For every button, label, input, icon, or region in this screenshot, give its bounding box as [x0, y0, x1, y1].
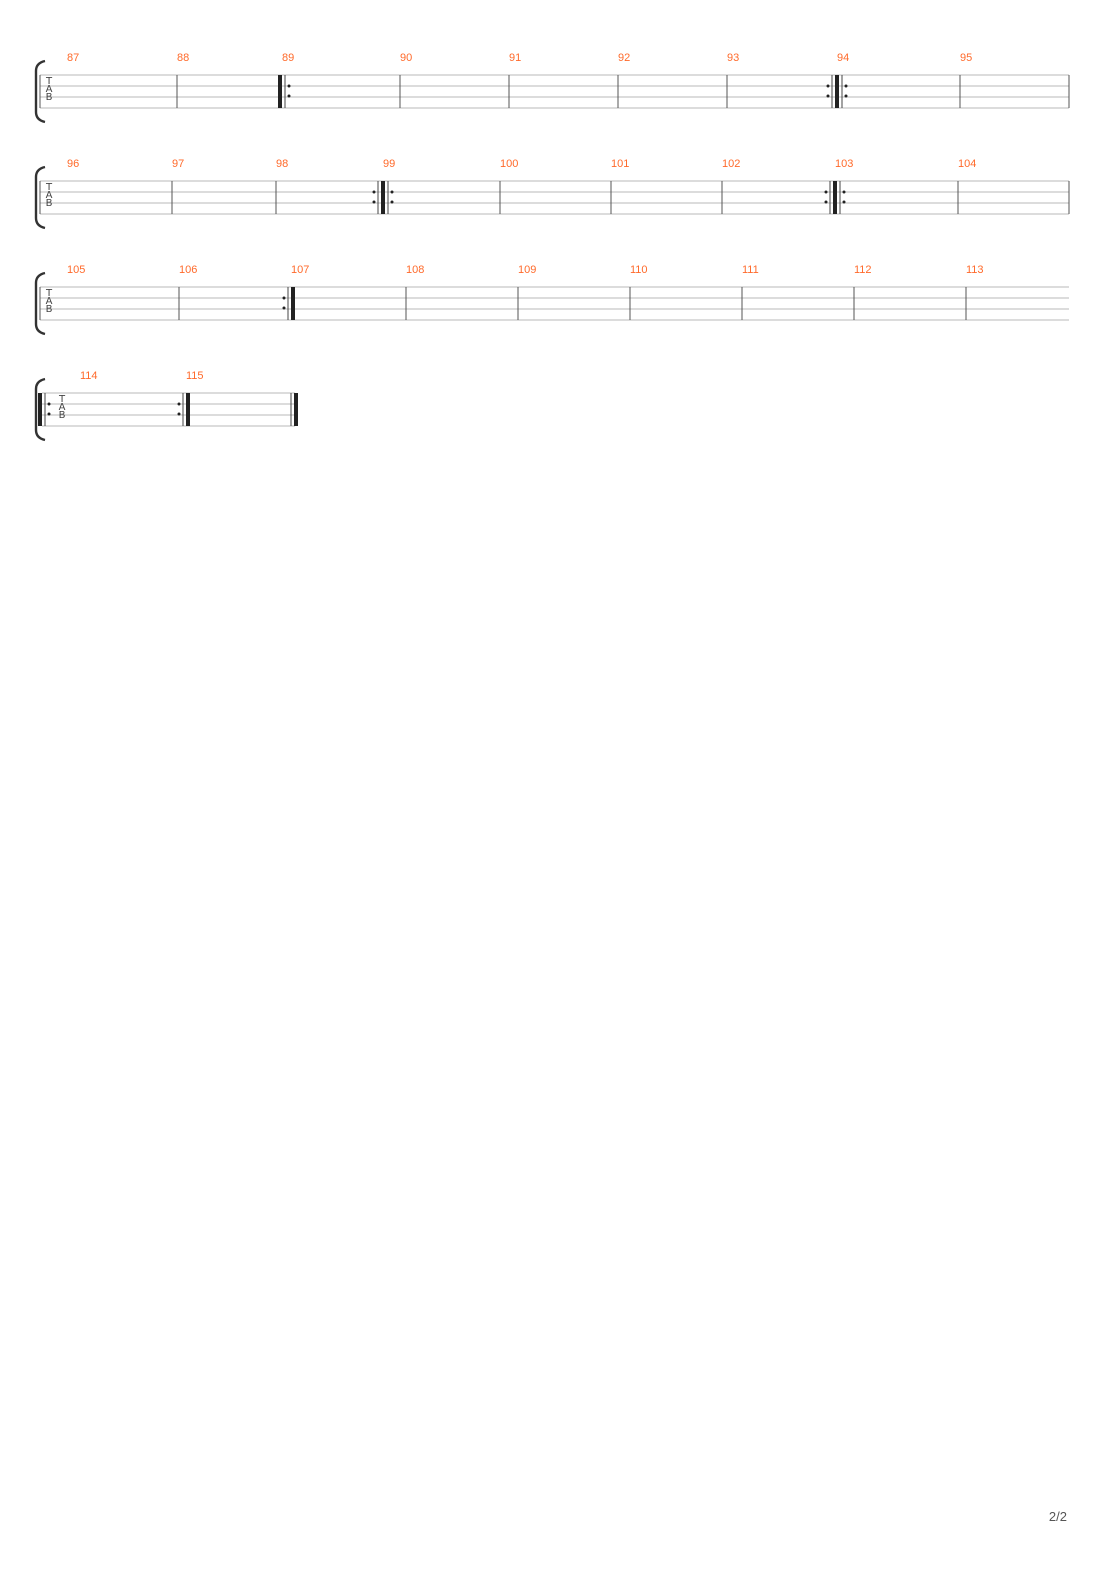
- measure-number: 88: [177, 52, 189, 64]
- measure-number: 98: [276, 158, 288, 170]
- system-bracket: [34, 271, 46, 336]
- repeat-dot: [372, 190, 376, 194]
- repeat-dot: [47, 412, 51, 416]
- repeat-dot: [824, 200, 828, 204]
- staff-system: TAB 105 106 107 108 109 110 111 112 113: [34, 264, 1069, 336]
- repeat-dot: [177, 412, 181, 416]
- repeat-dot: [842, 200, 846, 204]
- tab-clef-letter: A: [46, 296, 53, 307]
- measure-number: 91: [509, 52, 521, 64]
- repeat-dot: [282, 296, 286, 300]
- tab-clef-letter: T: [45, 76, 53, 87]
- page-number: 2/2: [1048, 1509, 1067, 1524]
- measure-number: 90: [400, 52, 412, 64]
- tab-clef-letter: A: [46, 84, 53, 95]
- measure-number: 111: [742, 264, 759, 276]
- repeat-dot: [826, 94, 830, 98]
- tab-clef-letter: A: [46, 190, 53, 201]
- measure-number: 106: [179, 264, 197, 276]
- measure-number: 105: [67, 264, 85, 276]
- measure-number: 112: [854, 264, 872, 276]
- measure-number: 102: [722, 158, 740, 170]
- staff-system: TAB 87 88 89 90 91 92 93 94 95: [34, 52, 1070, 124]
- repeat-dot: [826, 84, 830, 88]
- measure-number: 104: [958, 158, 976, 170]
- tab-clef-letter: B: [59, 410, 66, 421]
- thick-barline: [291, 287, 295, 320]
- tab-clef-letter: B: [46, 304, 53, 315]
- measure-number: 103: [835, 158, 853, 170]
- thick-barline: [186, 393, 190, 426]
- repeat-dot: [842, 190, 846, 194]
- measure-number: 113: [966, 264, 984, 276]
- measure-number: 108: [406, 264, 424, 276]
- repeat-dot: [177, 402, 181, 406]
- tab-clef-letter: T: [45, 288, 53, 299]
- tab-clef-letter: A: [59, 402, 66, 413]
- thick-barline: [278, 75, 282, 108]
- tab-clef-letter: T: [45, 182, 53, 193]
- measure-number: 95: [960, 52, 972, 64]
- repeat-dot: [844, 84, 848, 88]
- repeat-dot: [287, 94, 291, 98]
- system-bracket: [34, 59, 46, 124]
- measure-number: 92: [618, 52, 630, 64]
- measure-number: 87: [67, 52, 79, 64]
- tab-clef-letter: B: [46, 92, 53, 103]
- thick-barline: [835, 75, 839, 108]
- thick-barline: [38, 393, 42, 426]
- measure-number: 115: [186, 370, 204, 382]
- measure-number: 89: [282, 52, 294, 64]
- tab-clef-letter: B: [46, 198, 53, 209]
- measure-number: 100: [500, 158, 518, 170]
- staff-system: TAB 96 97 98 99 100 101 102 103 104: [34, 158, 1070, 230]
- thick-barline: [294, 393, 298, 426]
- measure-number: 93: [727, 52, 739, 64]
- measure-number: 114: [80, 370, 98, 382]
- repeat-dot: [282, 306, 286, 310]
- system-bracket: [34, 377, 46, 442]
- repeat-dot: [372, 200, 376, 204]
- measure-number: 109: [518, 264, 536, 276]
- measure-number: 110: [630, 264, 648, 276]
- staff-system: TAB 114 115: [34, 370, 298, 442]
- measure-number: 97: [172, 158, 184, 170]
- repeat-dot: [390, 200, 394, 204]
- repeat-dot: [287, 84, 291, 88]
- measure-number: 96: [67, 158, 79, 170]
- measure-number: 94: [837, 52, 849, 64]
- system-bracket: [34, 165, 46, 230]
- thick-barline: [381, 181, 385, 214]
- repeat-dot: [390, 190, 394, 194]
- thick-barline: [833, 181, 837, 214]
- repeat-dot: [824, 190, 828, 194]
- repeat-dot: [844, 94, 848, 98]
- measure-number: 101: [611, 158, 629, 170]
- repeat-dot: [47, 402, 51, 406]
- measure-number: 99: [383, 158, 395, 170]
- measure-number: 107: [291, 264, 309, 276]
- tab-clef-letter: T: [58, 394, 66, 405]
